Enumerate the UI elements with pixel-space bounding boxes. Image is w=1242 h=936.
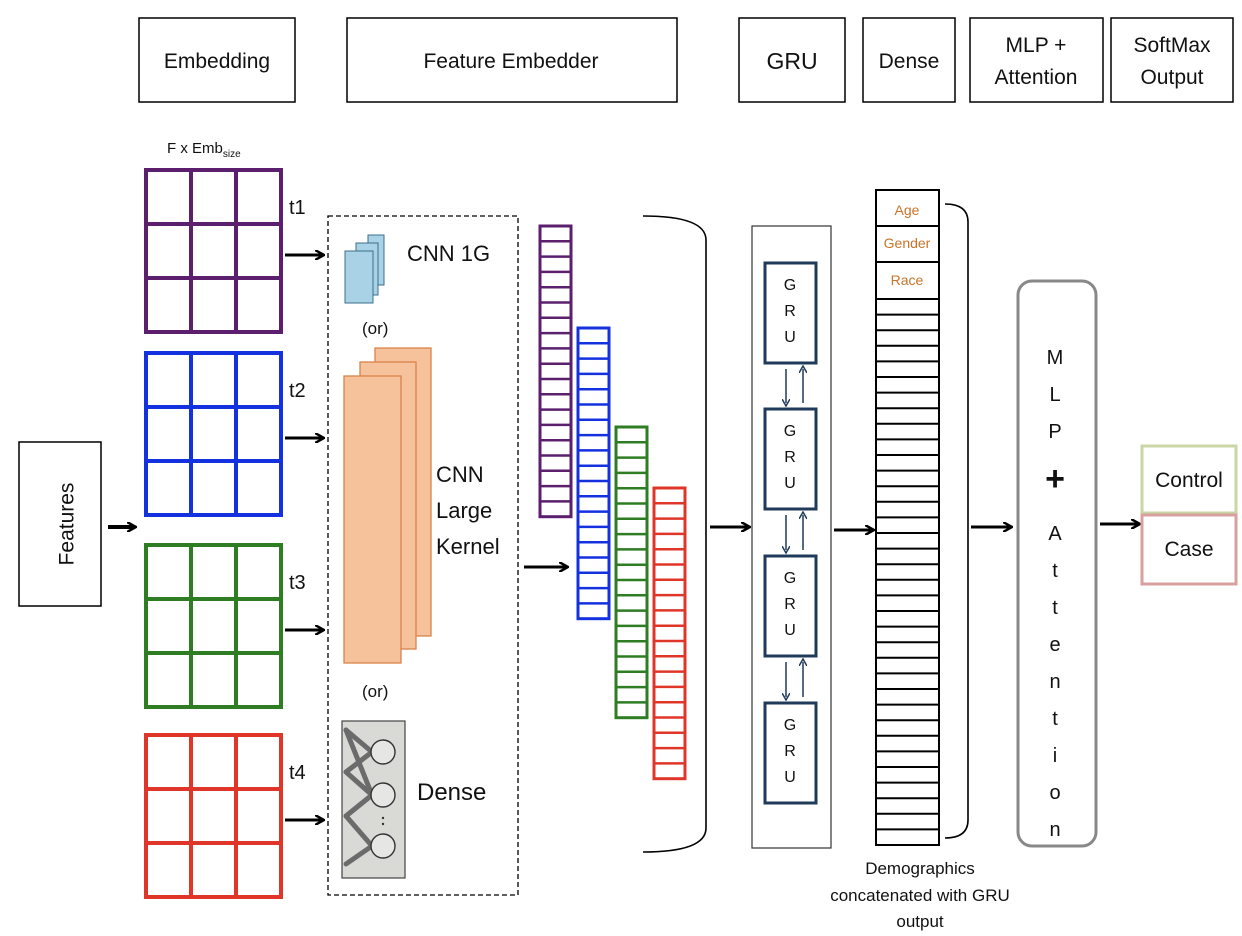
feature-embedder-panel: CNN 1G (or) CNN Large Kernel (or) <box>327 215 519 896</box>
emb-size-label: F x Embsize <box>167 140 241 160</box>
timestep-label-t1: t1 <box>289 197 306 219</box>
mlp-attention-letter: i <box>1053 745 1057 767</box>
dense-vector-cells <box>876 225 939 831</box>
header-dense: Dense <box>879 50 940 73</box>
mlp-attention-letter: L <box>1049 384 1060 406</box>
mlp-attention-letter: A <box>1048 523 1062 545</box>
dense-network-icon <box>341 720 406 879</box>
gru-cell-letter: G <box>784 277 796 294</box>
header-row: Embedding Feature Embedder GRU Dense MLP… <box>138 17 1234 103</box>
gru-cell-letter: U <box>784 475 796 492</box>
demographic-field-age: Age <box>895 202 920 218</box>
gru-cell-letter: R <box>784 303 796 320</box>
header-dense-box <box>862 17 956 103</box>
gru-cell-letter: U <box>784 622 796 639</box>
header-softmax-line2: Output <box>1140 66 1203 89</box>
cnn-large-label-line2: Large <box>436 498 492 523</box>
cnn-large-kernel-icon <box>343 347 432 664</box>
embedding-vector-t3 <box>614 425 649 720</box>
gru-cell-1: GRU <box>763 261 818 365</box>
features-label: Features <box>56 483 79 566</box>
output-case-box <box>1140 513 1238 586</box>
mlp-attention-letter: n <box>1049 671 1060 693</box>
gru-cell-3: GRU <box>763 554 818 658</box>
gru-cell-letter: R <box>784 449 796 466</box>
output-control-label: Control <box>1155 469 1223 492</box>
output-control-box <box>1140 444 1238 515</box>
header-embedding-box <box>138 17 296 103</box>
mlp-attention-letter: t <box>1052 597 1058 619</box>
embedding-grid-t2 <box>144 351 283 517</box>
cnn-1g-label: CNN 1G <box>407 241 490 266</box>
features-box <box>18 441 102 607</box>
header-mlp-attention-line1: MLP + <box>1006 34 1067 57</box>
embedding-grid-t3 <box>144 543 283 709</box>
gru-cell-letter: R <box>784 596 796 613</box>
embedding-vector-t4 <box>652 486 687 781</box>
embedding-vector-t2 <box>576 326 611 621</box>
embedding-vector-t1 <box>538 224 573 519</box>
header-mlp-attention-line2: Attention <box>995 66 1078 89</box>
demographic-field-gender: Gender <box>884 235 931 251</box>
gru-cell-letter: G <box>784 717 796 734</box>
demographics-caption-line2: concatenated with GRU <box>830 886 1010 905</box>
or-label-2: (or) <box>362 682 388 701</box>
dense-column: Age Gender Race <box>875 189 940 846</box>
dense-label: Dense <box>417 779 486 806</box>
softmax-outputs: Control Case <box>1140 444 1238 586</box>
mlp-attention-letters: MLP+Attention <box>1045 347 1065 841</box>
header-gru-box <box>738 17 846 103</box>
gru-cell-letter: G <box>784 570 796 587</box>
cnn-large-label-line1: CNN <box>436 462 484 487</box>
cnn-large-label-line3: Kernel <box>436 534 500 559</box>
embedding-grid-t1 <box>144 168 283 334</box>
demographic-field-race: Race <box>891 272 924 288</box>
gru-cell-letter: U <box>784 769 796 786</box>
mlp-attention-box <box>1016 279 1098 848</box>
gru-cell-letter: G <box>784 423 796 440</box>
header-softmax-line1: SoftMax <box>1133 34 1211 57</box>
mlp-attention-letter: t <box>1052 560 1058 582</box>
header-embedding: Embedding <box>164 50 270 73</box>
embedding-grids: t1 t2 t3 t4 <box>144 168 322 899</box>
timestep-label-t2: t2 <box>289 380 306 402</box>
mlp-attention-letter: P <box>1048 421 1061 443</box>
timestep-label-t4: t4 <box>289 762 306 784</box>
header-softmax-box <box>1110 17 1234 103</box>
header-feature-embedder: Feature Embedder <box>423 50 598 73</box>
header-mlp-attention-box <box>969 17 1104 103</box>
or-label-1: (or) <box>362 319 388 338</box>
output-case-label: Case <box>1164 538 1213 561</box>
mlp-attention-block: MLP+Attention <box>1016 279 1098 848</box>
embedding-grid-t4 <box>144 733 283 899</box>
mlp-attention-letter: M <box>1047 347 1064 369</box>
mlp-attention-letter: t <box>1052 708 1058 730</box>
gru-cell-4: GRU <box>763 701 818 805</box>
gru-cell-letter: R <box>784 743 796 760</box>
mlp-attention-letter: n <box>1049 819 1060 841</box>
header-gru: GRU <box>766 48 817 74</box>
demographics-caption-line3: output <box>896 912 944 931</box>
gru-cell-letter: U <box>784 329 796 346</box>
timestep-label-t3: t3 <box>289 572 306 594</box>
mlp-attention-letter: o <box>1049 782 1060 804</box>
vectors-bracket <box>642 215 707 853</box>
mlp-attention-letter: e <box>1049 634 1060 656</box>
features-input: Features <box>18 441 134 607</box>
header-feature-embedder-box <box>346 17 678 103</box>
cnn-1g-icon <box>344 234 385 304</box>
demographics-caption-line1: Demographics <box>865 859 975 878</box>
feature-embedder-dashed-box <box>327 215 519 896</box>
mlp-plus-sign: + <box>1045 460 1065 498</box>
gru-cell-2: GRU <box>763 407 818 511</box>
embedding-vectors <box>538 224 687 781</box>
dense-bracket <box>944 203 969 839</box>
